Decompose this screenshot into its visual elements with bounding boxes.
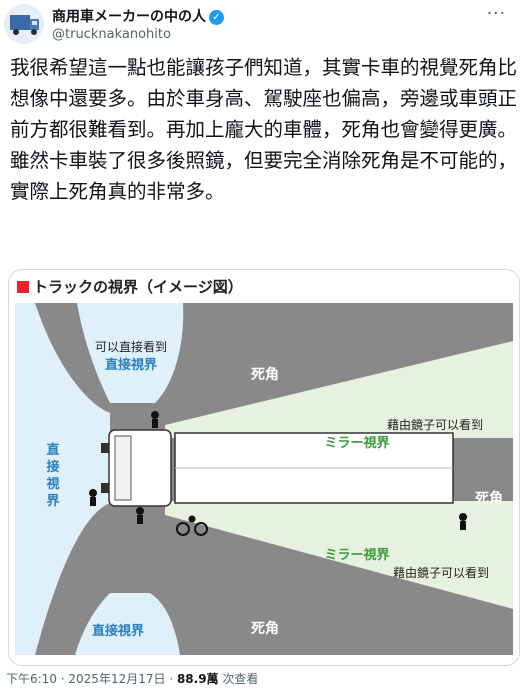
image-title: トラックの視界（イメージ図） [17,276,243,297]
label-mirror-top: ミラー視界 [324,435,389,451]
svg-text:接: 接 [46,459,59,475]
label-dead-right: 死角 [474,490,503,507]
tweet-header: 商用車メーカーの中の人✓ @trucknakanohito ··· [0,0,526,48]
label-direct-left: 直 接 視 界 [45,442,59,509]
square-icon [17,281,29,293]
attached-image[interactable]: トラックの視界（イメージ図） [8,269,520,666]
label-mirror-bottom-caption: 藉由鏡子可以看到 [393,565,489,580]
author-handle[interactable]: @trucknakanohito [52,27,171,42]
label-direct-top: 直接視界 [105,357,157,373]
direct-view-left [15,303,110,655]
truck-avatar-icon [10,15,39,35]
label-top-small: 可以直接看到 [95,339,167,354]
label-dead-bottom: 死角 [250,620,279,637]
mirror-view-bottom [165,501,513,609]
label-mirror-top-caption: 藉由鏡子可以看到 [387,417,483,432]
tweet-text: 我很希望這一點也能讓孩子們知道，其實卡車的視覺死角比想像中還要多。由於車身高、駕… [10,56,518,203]
label-dead-top: 死角 [250,366,279,383]
svg-text:直: 直 [46,442,59,458]
svg-text:視: 視 [45,476,59,492]
pedestrian-icon [151,411,159,428]
pedestrian-icon [459,513,467,530]
label-mirror-bottom: ミラー視界 [324,547,389,563]
truck-icon [101,429,454,507]
direct-view-bottom [75,593,180,655]
view-count: 88.9萬 [176,672,219,686]
label-direct-bottom: 直接視界 [92,623,144,639]
truck-visibility-diagram: 可以直接看到 直接視界 死角 藉由鏡子可以看到 ミラー視界 直 接 視 界 死角… [15,303,513,655]
verified-icon: ✓ [209,10,224,25]
mirror-view-top [165,341,513,438]
pedestrian-icon [136,507,144,524]
author-name[interactable]: 商用車メーカーの中の人✓ [52,6,224,26]
avatar[interactable] [4,4,44,44]
tweet-time[interactable]: 下午6:10 [6,672,57,686]
view-label: 次查看 [222,672,259,686]
tweet-date[interactable]: 2025年12月17日 [68,672,166,686]
svg-text:界: 界 [46,493,59,509]
tweet-meta: 下午6:10 · 2025年12月17日 · 88.9萬 次查看 [6,672,259,686]
direct-view-top [77,303,184,403]
pedestrian-icon [89,489,97,506]
bicycle-icon [176,515,208,536]
more-icon[interactable]: ··· [486,4,506,24]
